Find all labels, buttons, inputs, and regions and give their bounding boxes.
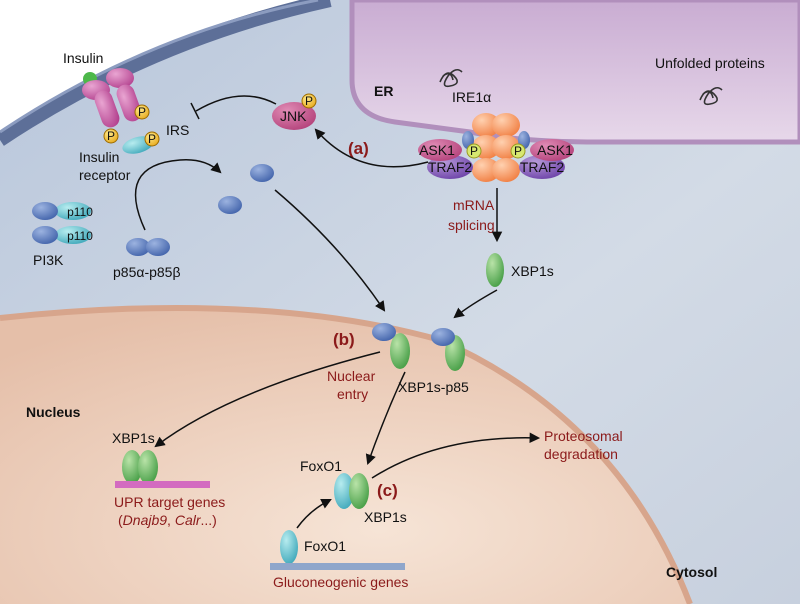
arrow-complex-to-foxo1 (365, 371, 406, 465)
svg-text:p110: p110 (67, 229, 93, 243)
svg-text:P: P (107, 129, 115, 143)
xbp1s-dimer (122, 450, 158, 484)
step-a-label: (a) (348, 139, 369, 158)
mrna-splicing-label-2: splicing (448, 217, 495, 233)
svg-text:ASK1: ASK1 (419, 142, 455, 158)
pi3k-label: PI3K (33, 252, 64, 268)
insulin-receptor-label-2: receptor (79, 167, 131, 183)
arrow-foxo1-to-complex (296, 499, 332, 529)
gluconeogenic-genes-dna (270, 563, 405, 570)
nucleus-label: Nucleus (26, 404, 81, 420)
ire1a-label: IRE1α (452, 89, 491, 105)
arrow-p85-dimer-to-monomers (134, 159, 222, 231)
p85-monomer (250, 164, 274, 182)
foxo1-free-label: FoxO1 (304, 538, 346, 554)
pi3k-complex-2: p110 (32, 226, 93, 244)
proteosomal-label-1: Proteosomal (544, 428, 623, 444)
arrow-monomers-to-complex (274, 189, 386, 312)
xbp1s-complex-label: XBP1s (364, 509, 407, 525)
arrow-ire1-to-jnk (314, 128, 429, 168)
plasma-membrane (0, 0, 332, 146)
xbp1s-p85-label: XBP1s-p85 (398, 379, 469, 395)
upr-gene-examples: (Dnajb9, Calr...) (118, 512, 217, 528)
xbp1s-label: XBP1s (511, 263, 554, 279)
pi3k-complex-1: p110 (32, 202, 93, 220)
jnk-label: JNK (280, 108, 307, 124)
er-label: ER (374, 83, 393, 99)
p85-label: p85α-p85β (113, 264, 181, 280)
svg-text:P: P (305, 94, 313, 108)
unfolded-protein-icon (439, 68, 463, 88)
arrow-xbp1s-to-complex (453, 289, 498, 319)
svg-text:P: P (470, 144, 478, 158)
proteosomal-label-2: degradation (544, 446, 618, 462)
nucleus-region (0, 307, 690, 604)
insulin-receptor-label-1: Insulin (79, 149, 119, 165)
phospho-icon: P (134, 104, 150, 120)
svg-text:TRAF2: TRAF2 (520, 159, 565, 175)
p85-monomer-2 (218, 196, 242, 214)
arrow-foxo1-to-degradation (371, 432, 541, 479)
svg-text:TRAF2: TRAF2 (428, 159, 473, 175)
extracellular-space (0, 0, 330, 140)
mrna-splicing-label-1: mRNA (453, 197, 495, 213)
cytosol-label: Cytosol (666, 564, 717, 580)
inhibition-jnk-to-irs (195, 95, 277, 112)
upr-target-genes-dna (115, 481, 210, 488)
phospho-icon-5: P (466, 143, 482, 159)
gluconeogenic-genes-label: Gluconeogenic genes (273, 574, 408, 590)
xbp1s-nuclear-label: XBP1s (112, 430, 155, 446)
p85-dimer (126, 238, 170, 256)
svg-text:p110: p110 (67, 205, 93, 219)
upr-genes-label: UPR target genes (114, 494, 225, 510)
traf2-left: TRAF2 (427, 155, 473, 179)
unfolded-protein-icon-2 (699, 86, 723, 106)
insulin-label: Insulin (63, 50, 103, 66)
step-c-label: (c) (377, 481, 398, 500)
svg-text:P: P (138, 105, 146, 119)
phospho-icon-2: P (103, 128, 119, 144)
arrow-complex-to-upr (154, 351, 381, 448)
svg-text:P: P (514, 144, 522, 158)
svg-text:ASK1: ASK1 (537, 142, 573, 158)
svg-text:P: P (148, 132, 156, 146)
foxo1-complex-label: FoxO1 (300, 458, 342, 474)
phospho-icon-6: P (510, 143, 526, 159)
phospho-icon-3: P (144, 131, 160, 147)
insulin-receptor (82, 68, 154, 154)
step-b-label: (b) (333, 330, 355, 349)
ask1-right: ASK1 (530, 139, 574, 161)
plasma-membrane-highlight (0, 0, 319, 134)
traf2-right: TRAF2 (519, 155, 565, 179)
xbp1s-protein (486, 253, 504, 287)
foxo1-xbp1s-complex (334, 473, 369, 509)
nuclear-entry-label-1: Nuclear (327, 368, 376, 384)
inhibition-bar (190, 102, 200, 120)
phospho-icon-4: P (301, 93, 317, 109)
xbp1s-p85-complex (372, 323, 410, 369)
irs-label: IRS (166, 122, 189, 138)
pathway-arrows (134, 95, 541, 529)
unfolded-proteins-label: Unfolded proteins (655, 55, 765, 71)
nuclear-entry-label-2: entry (337, 386, 368, 402)
foxo1-protein (280, 530, 298, 564)
xbp1s-p85-complex-2 (431, 328, 465, 371)
ask1-left: ASK1 (418, 139, 462, 161)
er-lumen (349, 0, 800, 145)
jnk (272, 102, 316, 130)
